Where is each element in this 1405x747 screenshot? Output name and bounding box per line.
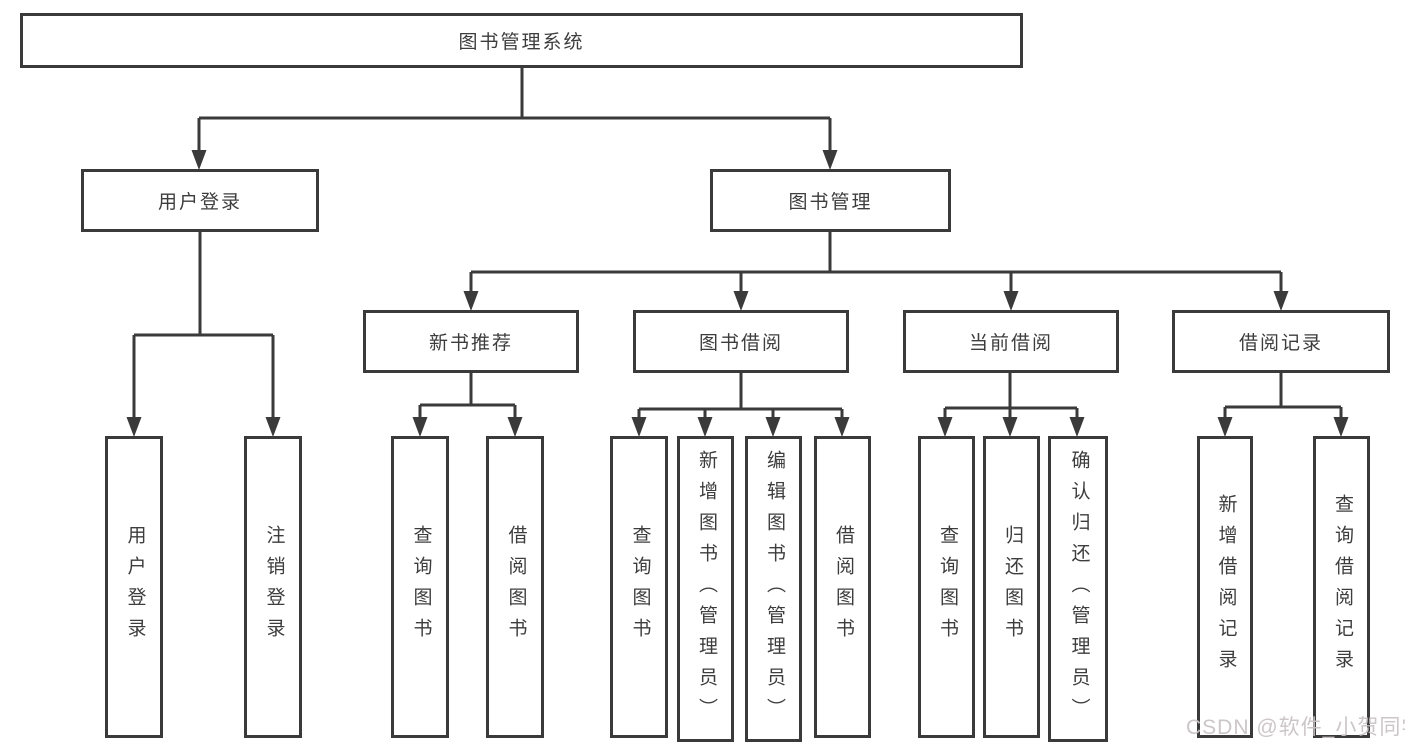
br-query-record-label: 查询借阅记录 xyxy=(1331,494,1353,680)
logout-item-box: 注销登录 xyxy=(244,436,302,738)
book-borrow-box: 图书借阅 xyxy=(633,310,849,373)
connector-path xyxy=(469,232,1283,296)
cb-return-book-box: 归还图书 xyxy=(983,436,1040,738)
connector-path xyxy=(943,373,1079,422)
arrowhead-icon xyxy=(507,417,523,437)
arrowhead-icon xyxy=(265,417,281,437)
arrowhead-icon xyxy=(697,417,713,437)
bb-edit-book-admin-box: 编辑图书（管理员） xyxy=(745,436,802,742)
logout-item-label: 注销登录 xyxy=(263,525,285,649)
nb-borrow-book-box: 借阅图书 xyxy=(486,436,544,738)
bb-query-book-label: 查询图书 xyxy=(629,525,651,649)
current-borrow-label: 当前借阅 xyxy=(968,333,1053,354)
arrowhead-icon xyxy=(1273,291,1289,311)
new-book-recommend-label: 新书推荐 xyxy=(428,333,513,354)
arrowhead-icon xyxy=(191,150,207,170)
connector-path xyxy=(637,373,844,422)
bb-borrow-book-box: 借阅图书 xyxy=(814,436,871,738)
bb-add-book-admin-box: 新增图书（管理员） xyxy=(677,436,734,742)
cb-query-book-label: 查询图书 xyxy=(936,525,958,649)
arrowhead-icon xyxy=(1333,417,1349,437)
arrowhead-icon xyxy=(1217,417,1233,437)
cb-return-book-label: 归还图书 xyxy=(1001,525,1023,649)
connector-path xyxy=(197,68,832,155)
br-query-record-box: 查询借阅记录 xyxy=(1313,436,1370,738)
current-borrow-box: 当前借阅 xyxy=(903,310,1119,373)
arrowhead-icon xyxy=(463,291,479,311)
arrowhead-icon xyxy=(1002,417,1018,437)
nb-query-book-box: 查询图书 xyxy=(391,436,449,738)
book-management-label: 图书管理 xyxy=(788,192,873,213)
new-book-recommend-box: 新书推荐 xyxy=(363,310,579,373)
root-box: 图书管理系统 xyxy=(20,13,1023,68)
user-login-box: 用户登录 xyxy=(81,169,319,232)
arrowhead-icon xyxy=(631,417,647,437)
arrowhead-icon xyxy=(1069,417,1085,437)
user-login-label: 用户登录 xyxy=(157,192,242,213)
bb-query-book-box: 查询图书 xyxy=(610,436,668,738)
book-borrow-label: 图书借阅 xyxy=(698,333,783,354)
cb-confirm-return-admin-label: 确认归还（管理员） xyxy=(1068,449,1090,729)
connector-path xyxy=(418,373,517,422)
borrow-records-label: 借阅记录 xyxy=(1238,333,1323,354)
arrowhead-icon xyxy=(733,291,749,311)
watermark: CSDN @软件_小贺同学 xyxy=(1186,716,1405,739)
arrowhead-icon xyxy=(1003,291,1019,311)
arrowhead-icon xyxy=(765,417,781,437)
cb-query-book-box: 查询图书 xyxy=(918,436,975,738)
bb-add-book-admin-label: 新增图书（管理员） xyxy=(695,449,717,729)
arrowhead-icon xyxy=(126,417,142,437)
connector-path xyxy=(132,232,275,422)
user-login-item-box: 用户登录 xyxy=(105,436,163,738)
br-add-record-label: 新增借阅记录 xyxy=(1215,494,1237,680)
nb-borrow-book-label: 借阅图书 xyxy=(505,525,527,649)
connector-path xyxy=(1223,373,1343,422)
br-add-record-box: 新增借阅记录 xyxy=(1197,436,1253,738)
bb-borrow-book-label: 借阅图书 xyxy=(832,525,854,649)
nb-query-book-label: 查询图书 xyxy=(410,525,432,649)
book-management-box: 图书管理 xyxy=(710,169,951,232)
cb-confirm-return-admin-box: 确认归还（管理员） xyxy=(1048,436,1108,742)
borrow-records-box: 借阅记录 xyxy=(1172,310,1390,373)
root-label: 图书管理系统 xyxy=(458,32,585,53)
arrowhead-icon xyxy=(412,417,428,437)
bb-edit-book-admin-label: 编辑图书（管理员） xyxy=(763,449,785,729)
arrowhead-icon xyxy=(834,417,850,437)
user-login-item-label: 用户登录 xyxy=(124,525,146,649)
arrowhead-icon xyxy=(937,417,953,437)
arrowhead-icon xyxy=(822,150,838,170)
